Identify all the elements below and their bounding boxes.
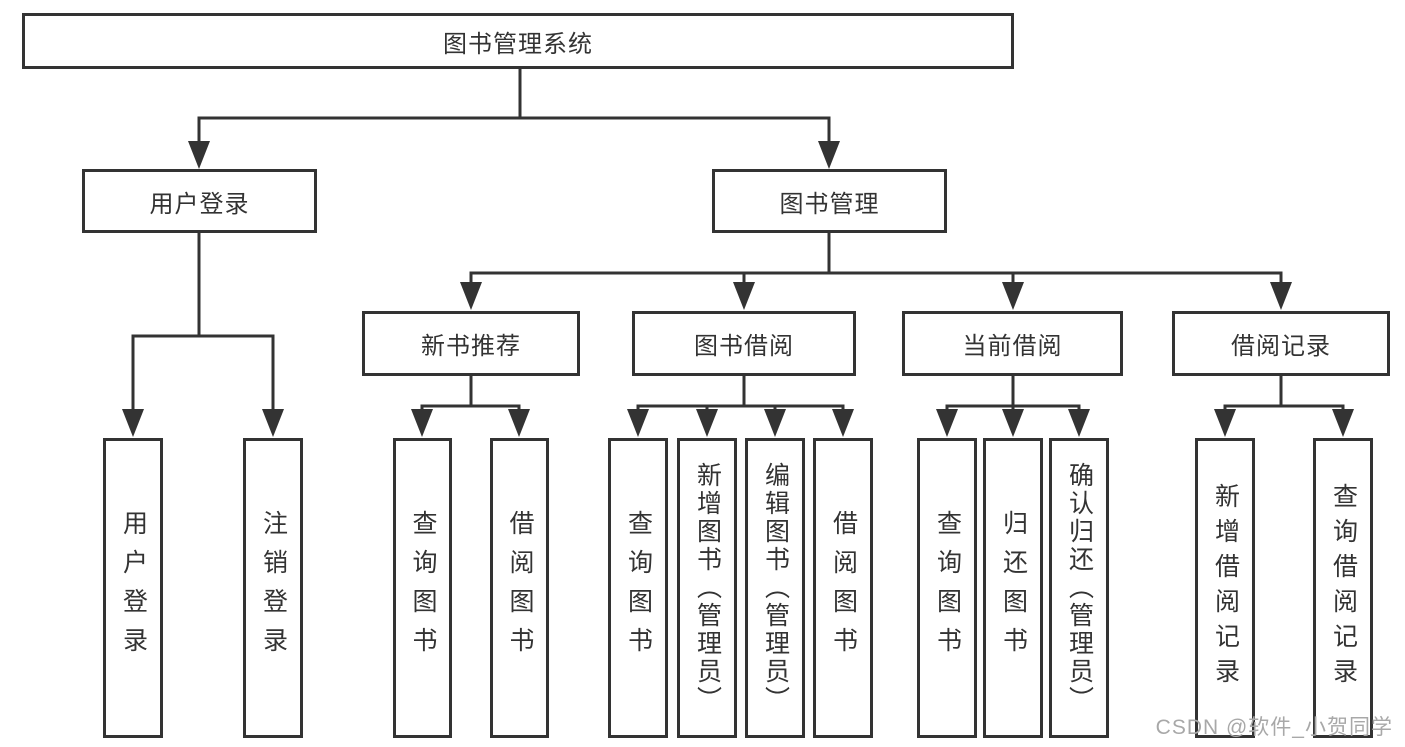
- leaf-add-borrow-record: 新增借阅记录: [1195, 438, 1255, 738]
- leaf-user-login: 用户登录: [103, 438, 163, 738]
- leaf-query-book-3: 查询图书: [917, 438, 977, 738]
- leaf-borrow-book-2-label: 借阅图书: [829, 510, 858, 666]
- arrowhead: [188, 141, 210, 169]
- leaf-logout: 注销登录: [243, 438, 303, 738]
- leaf-edit-book-admin-label: 编辑图书（管理员）: [761, 462, 790, 714]
- node-user-login: 用户登录: [82, 169, 317, 233]
- connector-user-login-split: [122, 231, 284, 437]
- leaf-query-book-2: 查询图书: [608, 438, 668, 738]
- arrowhead: [262, 409, 284, 437]
- leaf-add-borrow-record-label: 新增借阅记录: [1211, 483, 1240, 693]
- arrowhead: [411, 409, 433, 437]
- arrowhead: [627, 409, 649, 437]
- arrowhead: [1214, 409, 1236, 437]
- arrowhead: [1270, 282, 1292, 310]
- arrowhead: [1332, 409, 1354, 437]
- connector-current-borrow-split: [936, 374, 1090, 437]
- node-new-book-recommend: 新书推荐: [362, 311, 580, 376]
- node-borrow-record: 借阅记录: [1172, 311, 1390, 376]
- leaf-confirm-return-admin: 确认归还（管理员）: [1049, 438, 1109, 738]
- arrowhead: [1002, 409, 1024, 437]
- leaf-borrow-book-1: 借阅图书: [490, 438, 549, 738]
- leaf-add-book-admin-label: 新增图书（管理员）: [693, 462, 722, 714]
- leaf-borrow-book-2: 借阅图书: [813, 438, 873, 738]
- node-new-book-recommend-label: 新书推荐: [421, 333, 521, 360]
- arrowhead: [733, 282, 755, 310]
- node-root-label: 图书管理系统: [443, 30, 593, 58]
- node-user-login-label: 用户登录: [149, 190, 250, 218]
- leaf-confirm-return-admin-label: 确认归还（管理员）: [1065, 462, 1094, 714]
- leaf-query-borrow-record-label: 查询借阅记录: [1329, 483, 1358, 693]
- leaf-query-borrow-record: 查询借阅记录: [1313, 438, 1373, 738]
- arrowhead: [122, 409, 144, 437]
- arrowhead: [832, 409, 854, 437]
- arrowhead: [936, 409, 958, 437]
- connector-book-borrow-split: [627, 374, 854, 437]
- node-borrow-record-label: 借阅记录: [1231, 333, 1331, 360]
- arrowhead: [460, 282, 482, 310]
- leaf-user-login-label: 用户登录: [119, 510, 148, 666]
- node-book-management: 图书管理: [712, 169, 947, 233]
- node-current-borrow: 当前借阅: [902, 311, 1123, 376]
- leaf-edit-book-admin: 编辑图书（管理员）: [745, 438, 805, 738]
- connector-book-management-split: [460, 231, 1292, 310]
- arrowhead: [818, 141, 840, 169]
- node-book-borrow-label: 图书借阅: [694, 333, 794, 360]
- leaf-return-book-label: 归还图书: [999, 510, 1028, 666]
- node-current-borrow-label: 当前借阅: [962, 333, 1063, 360]
- leaf-query-book-1: 查询图书: [393, 438, 452, 738]
- node-root: 图书管理系统: [22, 13, 1014, 69]
- node-book-management-label: 图书管理: [779, 190, 880, 218]
- leaf-logout-label: 注销登录: [259, 510, 288, 666]
- arrowhead: [764, 409, 786, 437]
- node-book-borrow: 图书借阅: [632, 311, 856, 376]
- arrowhead: [696, 409, 718, 437]
- arrowhead: [508, 409, 530, 437]
- leaf-query-book-1-label: 查询图书: [409, 510, 437, 666]
- leaf-query-book-3-label: 查询图书: [933, 510, 962, 666]
- leaf-query-book-2-label: 查询图书: [624, 510, 653, 666]
- watermark: CSDN @软件_小贺同学: [1155, 716, 1393, 739]
- connector-borrow-record-split: [1214, 374, 1354, 437]
- leaf-borrow-book-1-label: 借阅图书: [506, 510, 534, 666]
- arrowhead: [1002, 282, 1024, 310]
- leaf-add-book-admin: 新增图书（管理员）: [677, 438, 737, 738]
- connector-root-split: [188, 67, 840, 169]
- arrowhead: [1068, 409, 1090, 437]
- leaf-return-book: 归还图书: [983, 438, 1043, 738]
- connector-new-book-split: [411, 374, 530, 437]
